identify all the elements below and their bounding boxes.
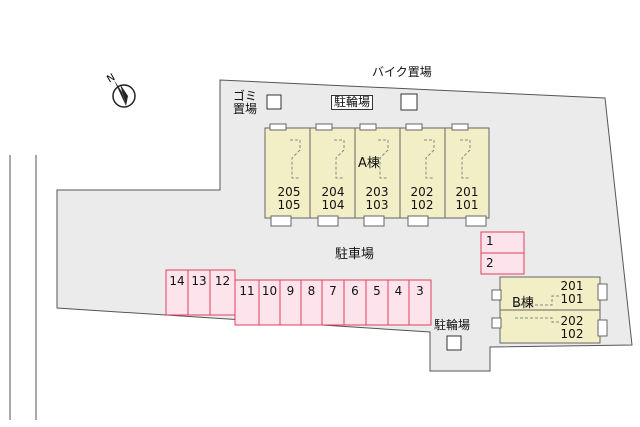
building-a bbox=[264, 123, 490, 227]
parking-space-number: 11 bbox=[239, 284, 255, 298]
bike-parking-label: バイク置場 bbox=[372, 65, 432, 79]
parking-space-number: 7 bbox=[329, 284, 337, 298]
building-a-name: A棟 bbox=[358, 156, 380, 171]
bicycle-storage-box bbox=[446, 335, 462, 351]
bicycle-parking-label-bottom: 駐輪場 bbox=[434, 318, 471, 332]
compass-icon bbox=[112, 80, 136, 108]
parking-space-number: 4 bbox=[394, 284, 403, 298]
parking-space-number: 3 bbox=[416, 284, 424, 298]
parking-space-number: 14 bbox=[169, 274, 185, 288]
parking-row bbox=[165, 269, 432, 326]
garbage-storage-box bbox=[266, 94, 282, 110]
parking-space-number: 13 bbox=[191, 274, 207, 288]
parking-space-number: 9 bbox=[286, 284, 295, 298]
compass-letter: N bbox=[105, 72, 117, 85]
building-b bbox=[491, 276, 608, 344]
parking-space-number: 12 bbox=[214, 274, 231, 288]
garbage-storage-label: ゴミ 置場 bbox=[233, 89, 258, 116]
parking-space-number: 2 bbox=[486, 256, 494, 270]
parking-space-number: 10 bbox=[261, 284, 278, 298]
parking-space-number: 5 bbox=[373, 284, 381, 298]
parking-space-number: 6 bbox=[351, 284, 359, 298]
bicycle-parking-label-top: 駐輪場 bbox=[331, 95, 374, 110]
parking-right bbox=[480, 231, 525, 275]
parking-space-number: 8 bbox=[307, 284, 316, 298]
parking-space-number: 1 bbox=[486, 234, 494, 248]
bike-storage-box bbox=[400, 93, 418, 111]
parking-lot-label: 駐車場 bbox=[335, 247, 375, 262]
building-b-name: B棟 bbox=[512, 296, 534, 311]
